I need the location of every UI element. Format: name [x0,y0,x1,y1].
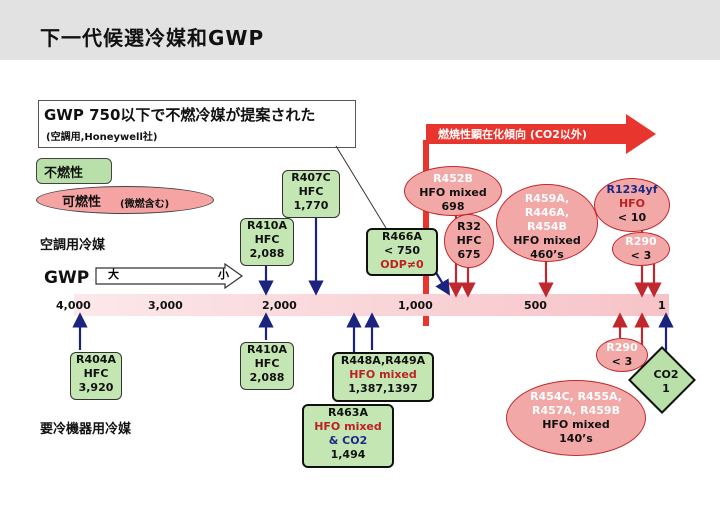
tick-3000: 3,000 [148,299,183,312]
legend-nonflammable-label: 不燃性 [44,166,84,181]
big-small-arrow [95,263,244,289]
axis-small-label: 小 [218,268,229,281]
note-line-1: GWP 750以下で不燃冷媒が提案された [44,106,316,124]
axis-big-label: 大 [108,268,119,281]
note-line-2: (空調用,Honeywell社) [46,132,158,143]
legend-nonflammable [36,158,112,184]
section-refrigeration: 要冷機器用冷媒 [40,422,132,437]
header-bar [0,0,720,60]
note-box [38,100,356,148]
tick-2000: 2,000 [262,299,297,312]
section-ac: 空調用冷媒 [40,238,106,253]
tick-4000: 4,000 [56,299,91,312]
legend-flammable-sub: (微燃含む) [120,199,170,210]
trend-label: 燃焼性顕在化傾向 (CO2以外) [438,128,587,141]
r290-lower-ellipse: R290< 3 [596,338,648,372]
legend-flammable [36,186,214,214]
page-title: 下一代候選冷媒和GWP [40,26,265,50]
axis-name: GWP [44,268,90,288]
tick-1: 1 [658,299,666,312]
tick-500: 500 [524,299,547,312]
r290-upper-ellipse: R290< 3 [612,232,670,266]
tick-1000: 1,000 [398,299,433,312]
legend-flammable-label: 可燃性 [62,195,102,210]
axis-band [74,294,669,316]
